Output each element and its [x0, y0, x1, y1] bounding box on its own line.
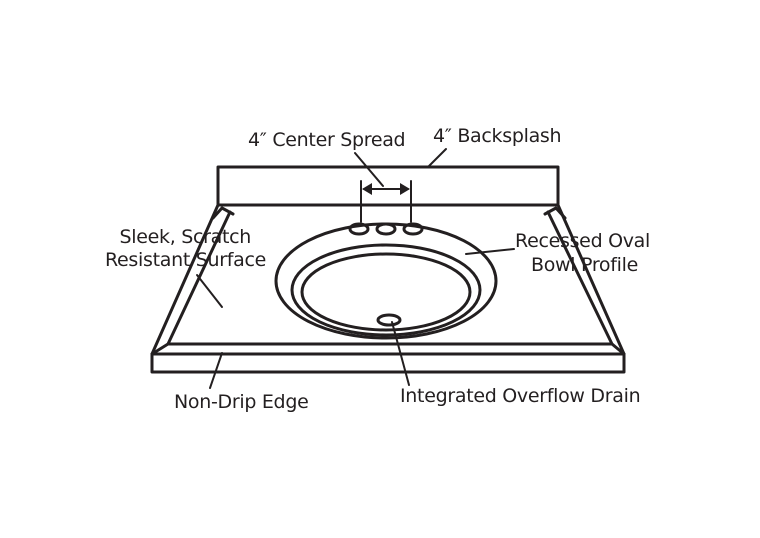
label-surface-line1: Sleek, Scratch: [120, 226, 252, 248]
bevel-left-front: [150, 342, 170, 356]
label-center-spread: 4″ Center Spread: [248, 129, 405, 151]
faucet-hole-left: [348, 222, 370, 236]
leader-center-spread: [354, 152, 384, 187]
label-edge: Non-Drip Edge: [174, 391, 308, 413]
front-edge: [150, 352, 626, 374]
bowl-basin: [300, 252, 472, 332]
leader-backsplash: [427, 148, 447, 168]
faucet-holes: [348, 222, 424, 236]
faucet-hole-center: [375, 222, 397, 236]
leader-lines: [196, 148, 515, 389]
backsplash: [216, 165, 560, 207]
overflow-drain: [376, 313, 402, 327]
arrow-right-icon: [400, 183, 410, 195]
label-surface-line2: Resistant Surface: [105, 249, 266, 271]
notch-left: [211, 206, 235, 220]
arrow-left-icon: [362, 183, 372, 195]
center-spread-dimension: [360, 180, 412, 223]
bowl-rim-inner: [290, 243, 482, 337]
leader-surface: [196, 274, 223, 308]
label-backsplash: 4″ Backsplash: [433, 125, 561, 147]
notch-right: [543, 206, 567, 220]
label-bowl-line2: Bowl Profile: [531, 254, 638, 276]
leader-bowl: [465, 248, 515, 255]
bevel-right-front: [610, 342, 626, 356]
faucet-hole-right: [402, 222, 424, 236]
sink-bowl: [274, 222, 498, 340]
label-bowl-line1: Recessed Oval: [515, 230, 650, 252]
bowl-rim-outer: [274, 222, 498, 340]
label-overflow: Integrated Overflow Drain: [400, 385, 640, 407]
leader-edge: [209, 352, 223, 389]
leader-overflow: [391, 321, 410, 386]
